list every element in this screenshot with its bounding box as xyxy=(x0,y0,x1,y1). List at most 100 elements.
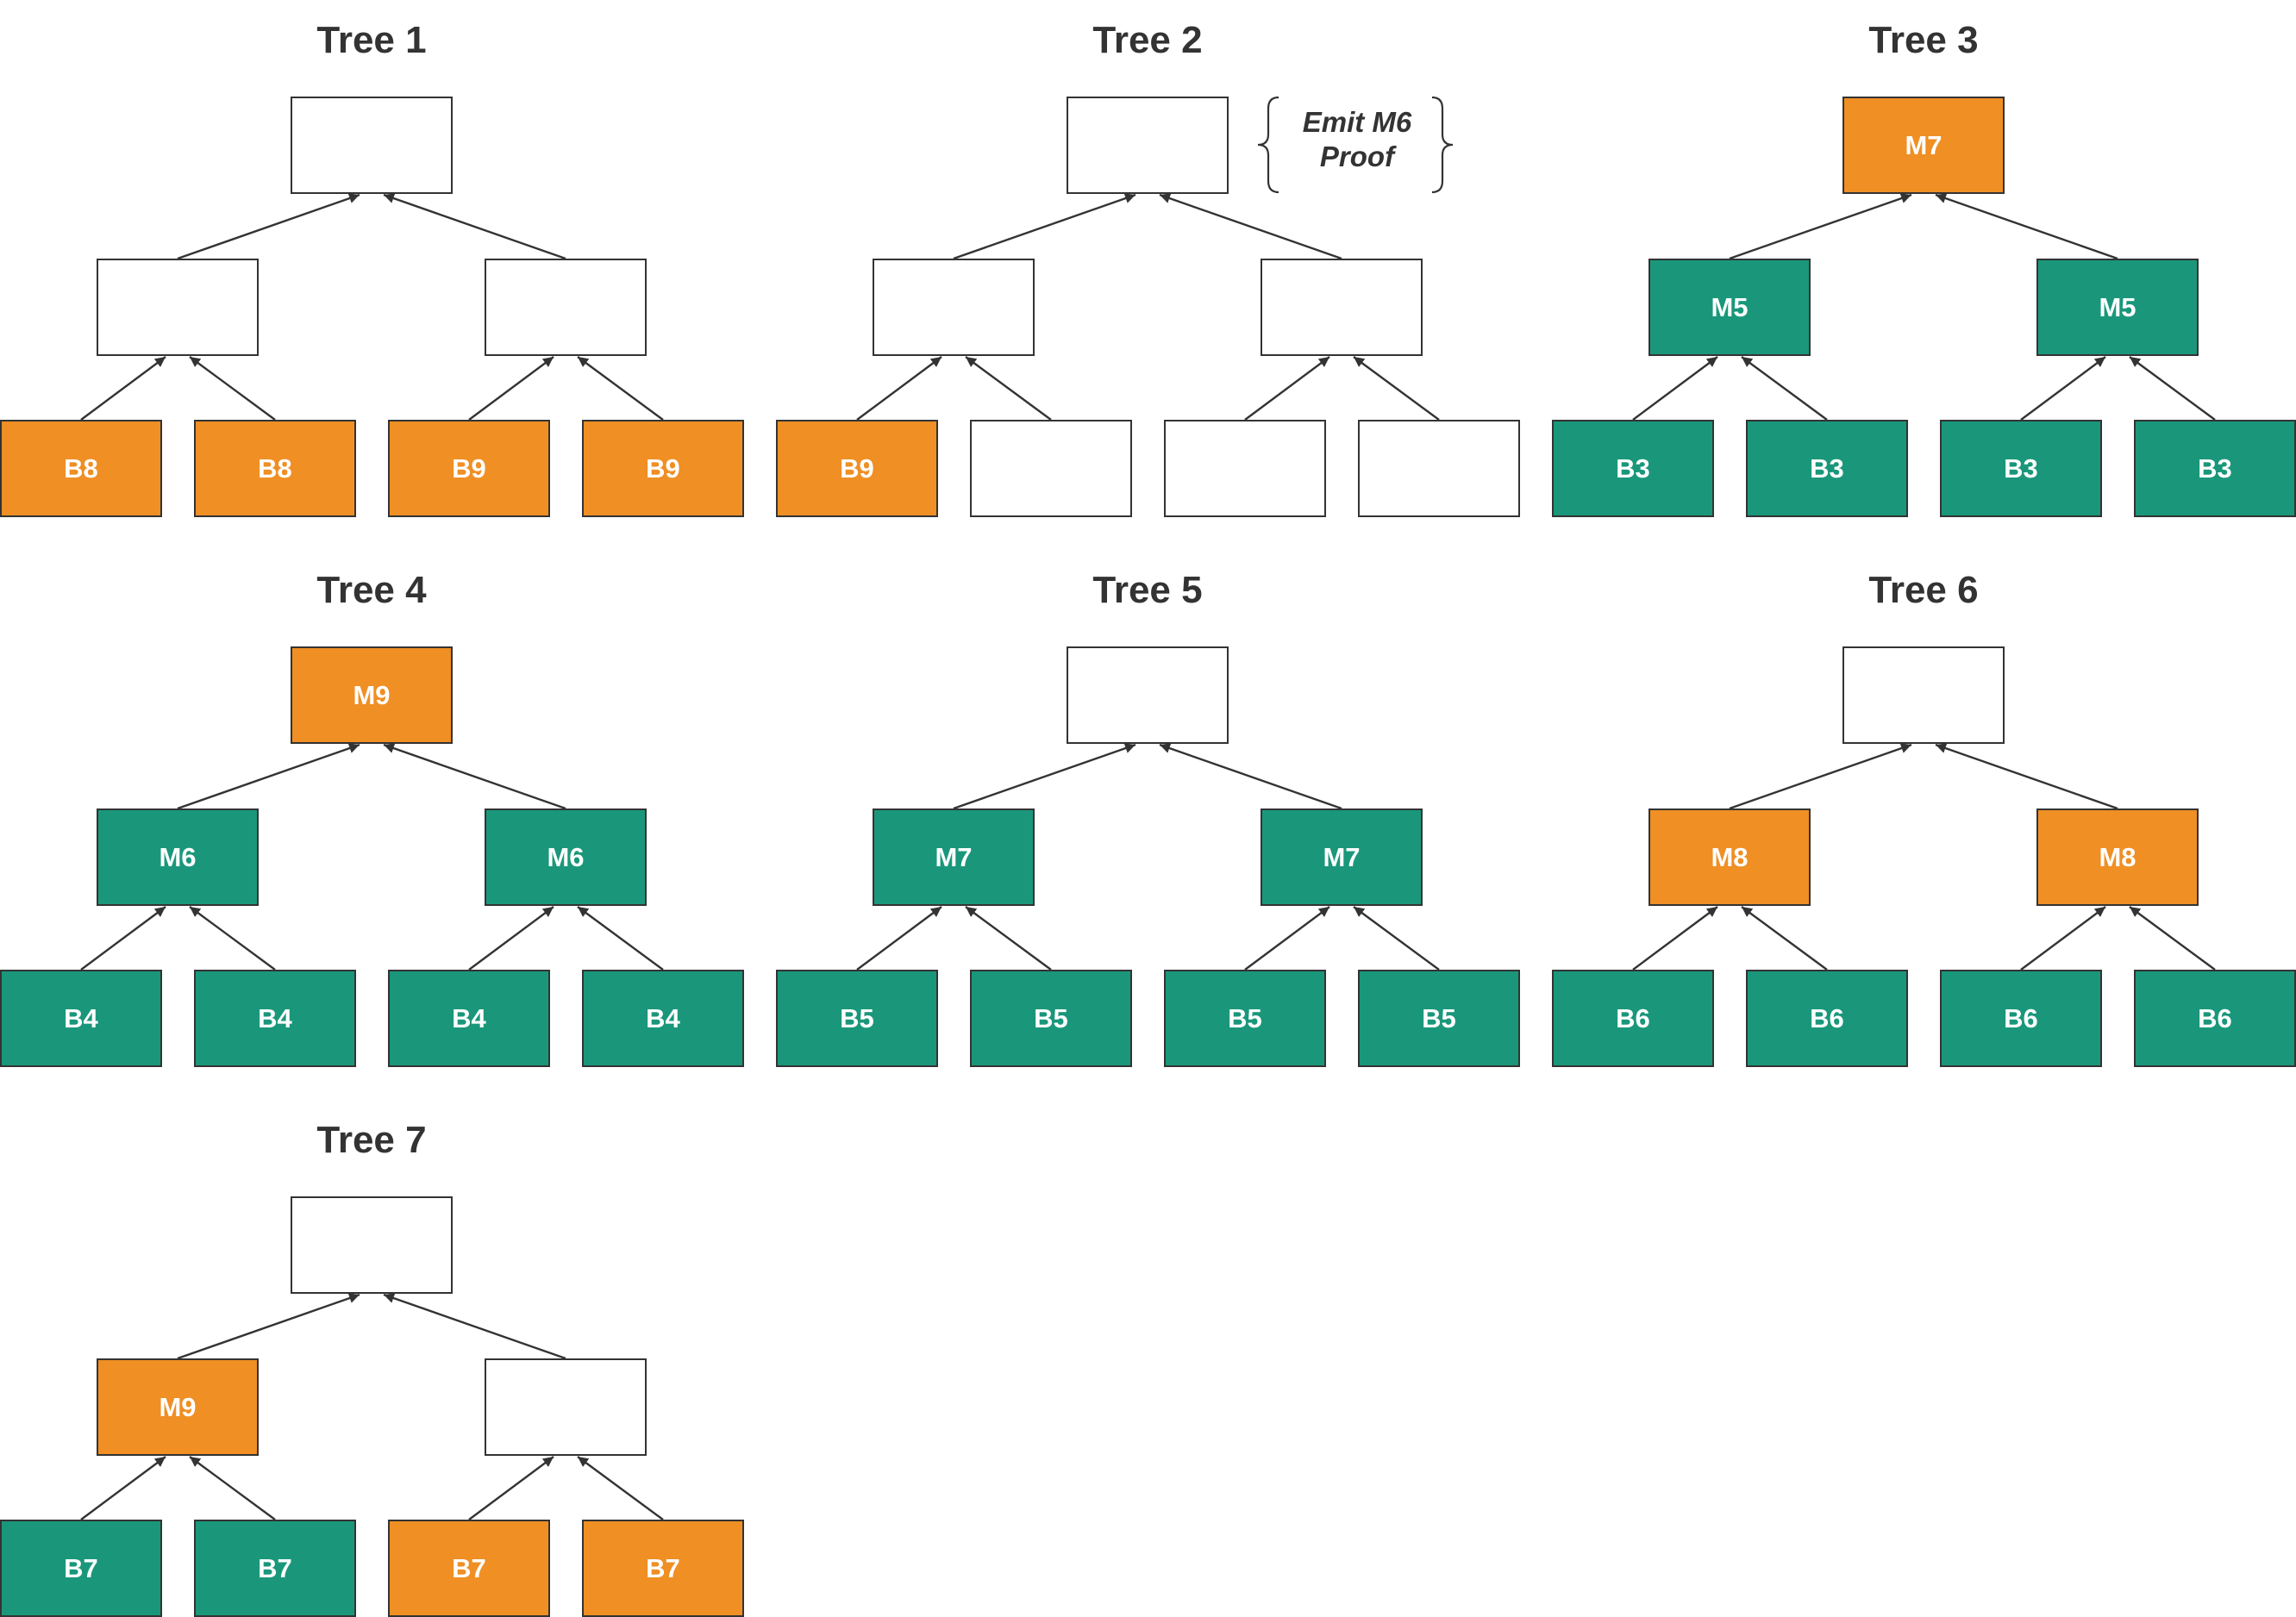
tree-edge-arrow xyxy=(383,743,566,810)
tree-edge-arrow xyxy=(383,193,566,260)
leaf-node: B4 xyxy=(388,970,550,1067)
tree-edge-arrow xyxy=(856,906,942,971)
leaf-node: B9 xyxy=(582,420,744,517)
leaf-node xyxy=(970,420,1132,517)
root-node xyxy=(291,97,453,194)
leaf-node: B5 xyxy=(970,970,1132,1067)
tree-edge-arrow xyxy=(1159,193,1342,260)
tree-edge-arrow xyxy=(189,906,276,971)
leaf-node: B4 xyxy=(0,970,162,1067)
leaf-node: B6 xyxy=(1940,970,2102,1067)
left-brace xyxy=(1257,96,1279,194)
mid-node xyxy=(485,1358,647,1456)
leaf-node: B8 xyxy=(0,420,162,517)
leaf-node: B7 xyxy=(582,1520,744,1617)
mid-node: M6 xyxy=(485,808,647,906)
tree-title: Tree 2 xyxy=(1092,19,1203,61)
tree-edge-arrow xyxy=(1935,743,2118,810)
tree-edge-arrow xyxy=(177,193,360,260)
tree-edge-arrow xyxy=(577,906,664,971)
leaf-node: B9 xyxy=(776,420,938,517)
tree-edge-arrow xyxy=(953,743,1136,810)
right-brace xyxy=(1431,96,1454,194)
tree-title: Tree 3 xyxy=(1868,19,1979,61)
leaf-node: B4 xyxy=(582,970,744,1067)
tree-edge-arrow xyxy=(577,1456,664,1520)
tree-edge-arrow xyxy=(2020,356,2106,421)
tree-edge-arrow xyxy=(856,356,942,421)
leaf-node: B5 xyxy=(1164,970,1326,1067)
leaf-node: B7 xyxy=(194,1520,356,1617)
tree-edge-arrow xyxy=(1353,906,1440,971)
root-node xyxy=(1067,646,1229,744)
tree-title: Tree 1 xyxy=(316,19,427,61)
tree-edge-arrow xyxy=(577,356,664,421)
tree-title: Tree 5 xyxy=(1092,569,1203,611)
tree-edges xyxy=(1632,193,2216,421)
mid-node: M9 xyxy=(97,1358,259,1456)
tree-edge-arrow xyxy=(189,1456,276,1520)
tree-edge-arrow xyxy=(1729,743,1912,810)
root-node xyxy=(1067,97,1229,194)
mid-node xyxy=(873,259,1035,356)
tree-edges xyxy=(80,743,664,971)
leaf-node: B5 xyxy=(776,970,938,1067)
tree-edges xyxy=(80,1293,664,1520)
leaf-node: B6 xyxy=(2134,970,2296,1067)
tree-edge-arrow xyxy=(2020,906,2106,971)
annotation-line: Emit M6 xyxy=(1302,106,1412,138)
tree-edges xyxy=(856,743,1440,971)
tree-edges xyxy=(80,193,664,421)
leaf-node: B8 xyxy=(194,420,356,517)
tree-edge-arrow xyxy=(80,356,166,421)
tree-edge-arrow xyxy=(80,906,166,971)
tree-edge-arrow xyxy=(468,1456,554,1520)
tree-edge-arrow xyxy=(468,356,554,421)
tree-edge-arrow xyxy=(965,906,1052,971)
root-node xyxy=(1842,646,2005,744)
leaf-node xyxy=(1358,420,1520,517)
mid-node xyxy=(1261,259,1423,356)
tree-edge-arrow xyxy=(1935,193,2118,260)
tree-edge-arrow xyxy=(1159,743,1342,810)
leaf-node: B3 xyxy=(2134,420,2296,517)
leaf-node: B4 xyxy=(194,970,356,1067)
root-node xyxy=(291,1196,453,1294)
tree-edge-arrow xyxy=(1741,906,1828,971)
curly-brace-icon xyxy=(1257,96,1454,194)
leaf-node xyxy=(1164,420,1326,517)
tree-edges xyxy=(856,193,1440,421)
root-node: M9 xyxy=(291,646,453,744)
tree-edge-arrow xyxy=(177,743,360,810)
tree-edge-arrow xyxy=(2129,356,2216,421)
tree-title: Tree 7 xyxy=(316,1119,427,1161)
tree-edge-arrow xyxy=(2129,906,2216,971)
tree-title: Tree 4 xyxy=(316,569,427,611)
tree-1: Tree 1 B8 B8 B9 B9 xyxy=(0,0,744,517)
tree-title: Tree 6 xyxy=(1868,569,1979,611)
mid-node: M7 xyxy=(873,808,1035,906)
mid-node xyxy=(485,259,647,356)
leaf-node: B7 xyxy=(388,1520,550,1617)
mid-node: M7 xyxy=(1261,808,1423,906)
mid-node xyxy=(97,259,259,356)
tree-edge-arrow xyxy=(1729,193,1912,260)
tree-edge-arrow xyxy=(1741,356,1828,421)
leaf-node: B7 xyxy=(0,1520,162,1617)
mid-node: M8 xyxy=(1648,808,1811,906)
tree-edge-arrow xyxy=(1632,356,1718,421)
mid-node: M5 xyxy=(1648,259,1811,356)
leaf-node: B9 xyxy=(388,420,550,517)
tree-edge-arrow xyxy=(80,1456,166,1520)
leaf-node: B3 xyxy=(1940,420,2102,517)
tree-edge-arrow xyxy=(468,906,554,971)
mid-node: M8 xyxy=(2036,808,2199,906)
tree-edge-arrow xyxy=(1244,356,1330,421)
tree-edge-arrow xyxy=(189,356,276,421)
